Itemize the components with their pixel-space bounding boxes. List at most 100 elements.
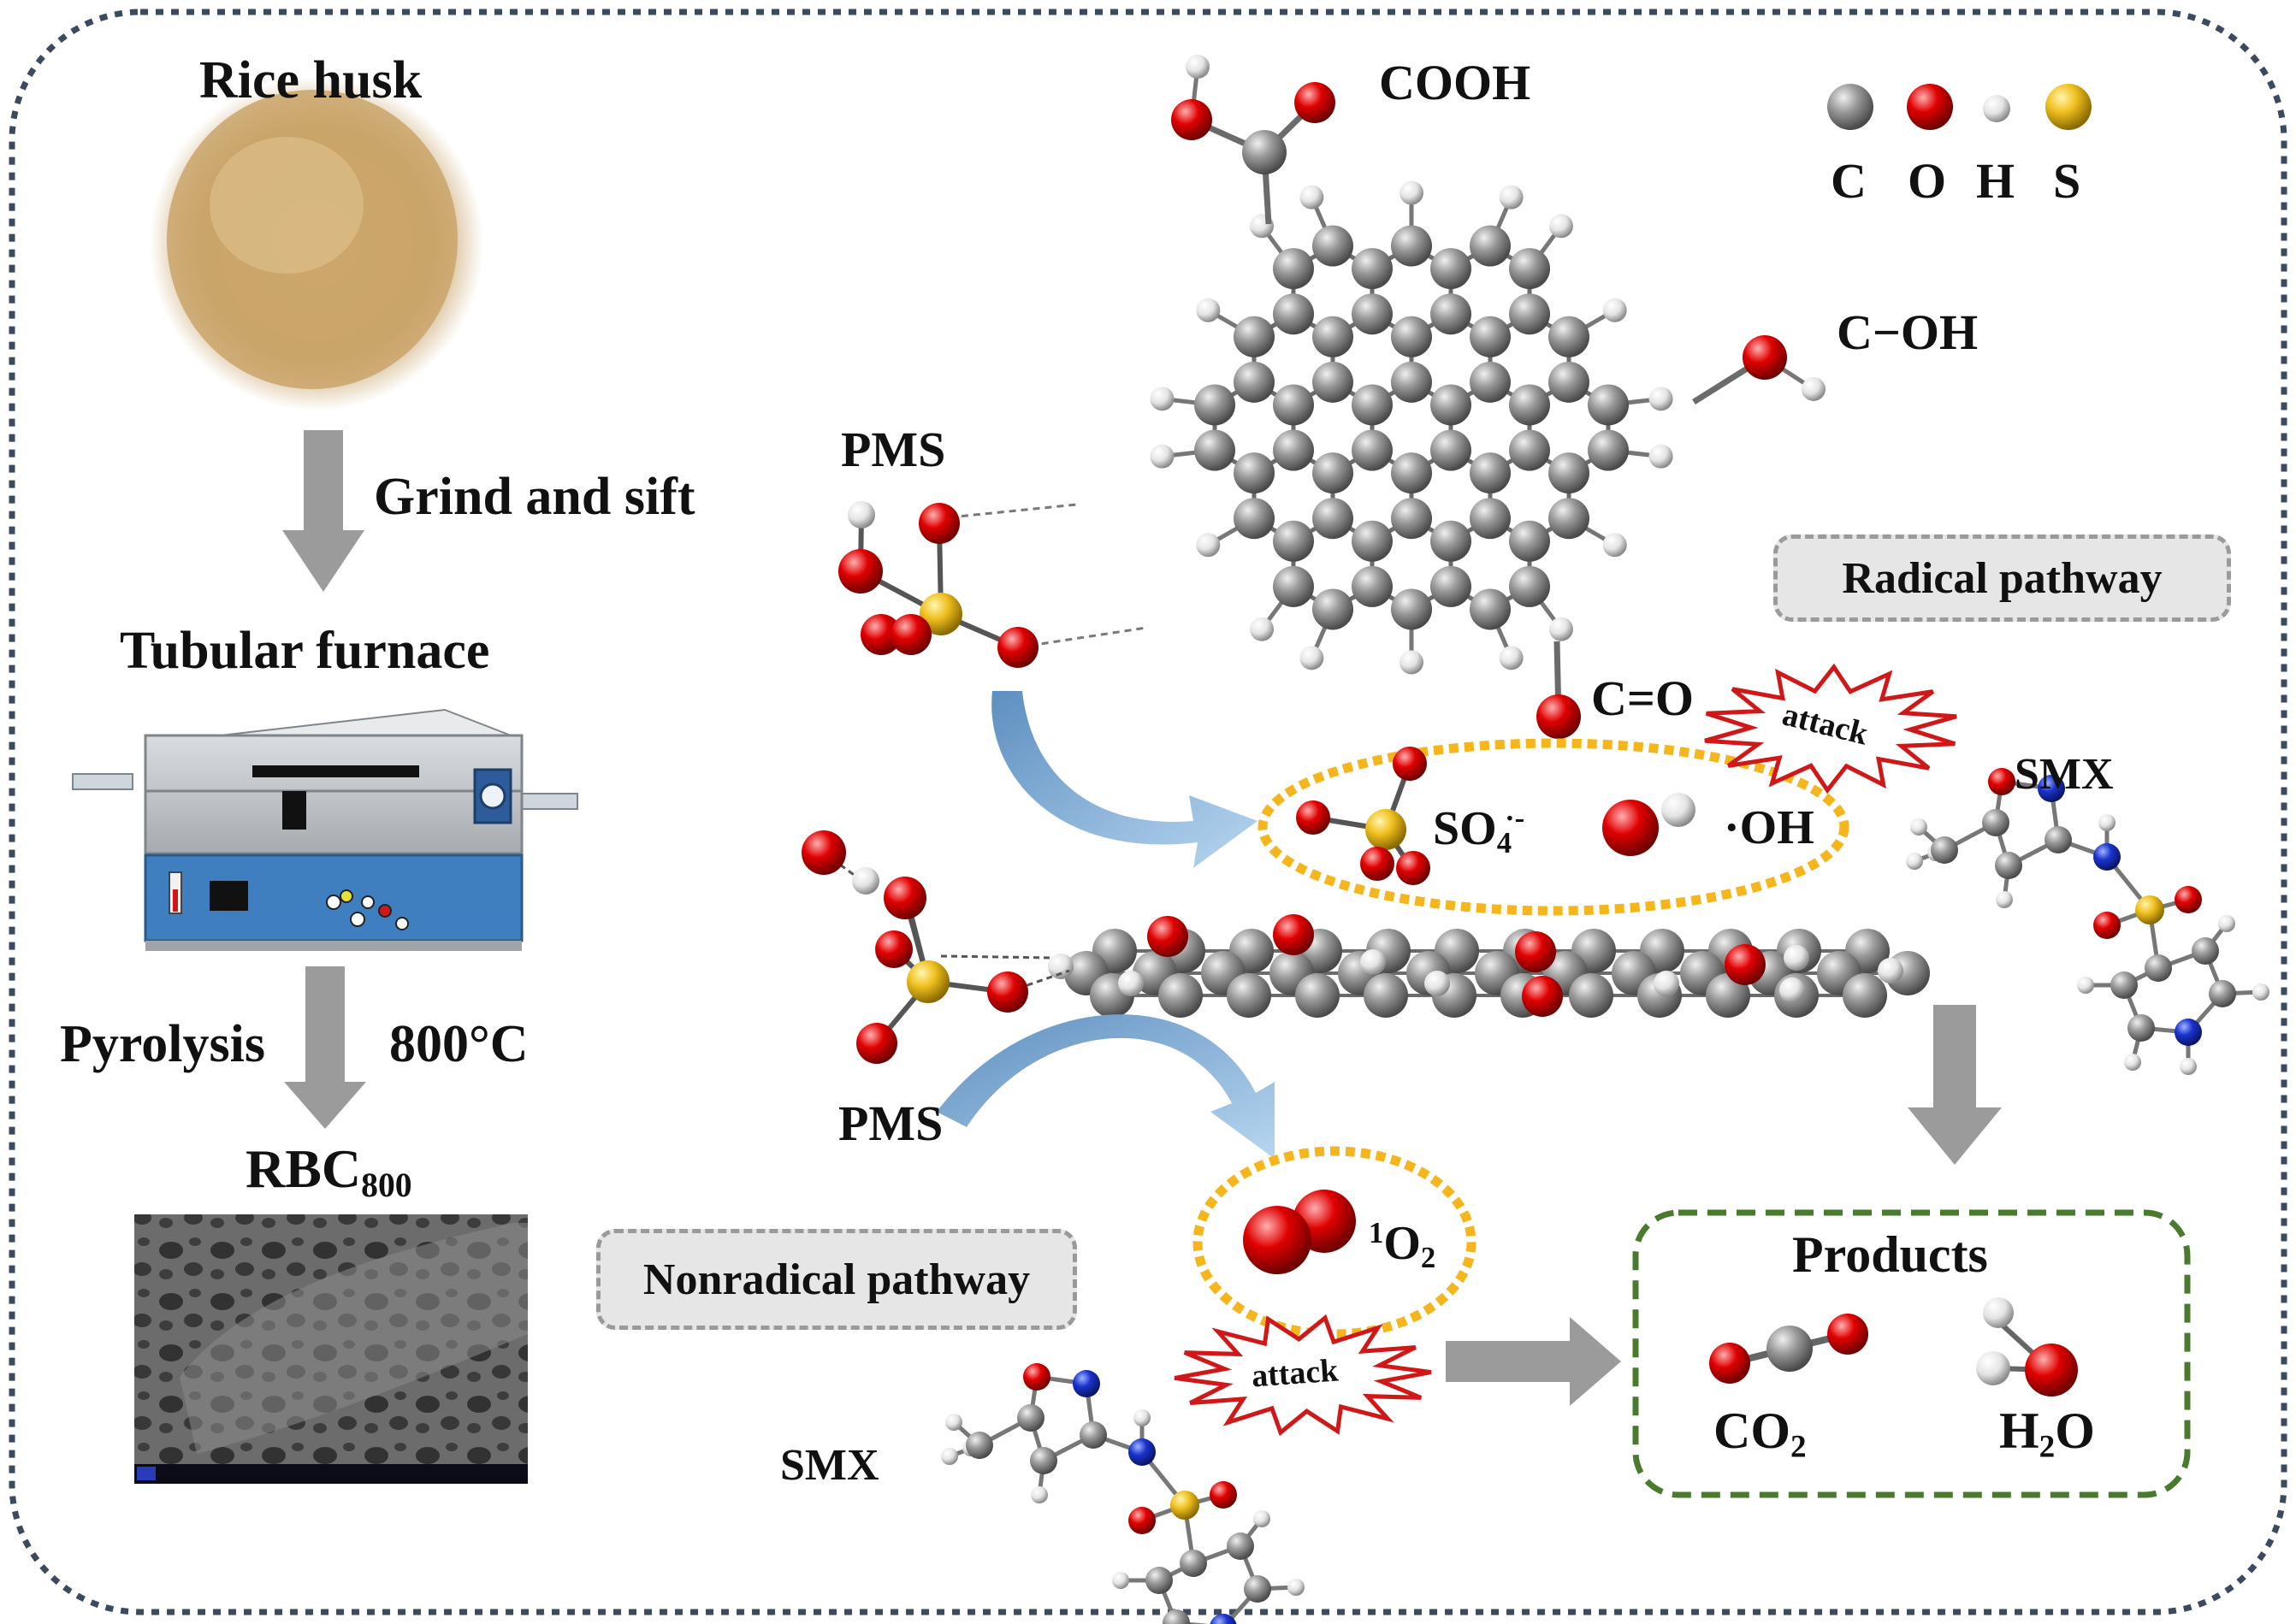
hydrogen-atom bbox=[1399, 180, 1423, 205]
hydrogen-atom bbox=[1910, 818, 1927, 836]
label-rice-husk: Rice husk bbox=[199, 51, 423, 109]
hydrogen-atom bbox=[2124, 1054, 2141, 1071]
carbon-atom bbox=[1080, 1421, 1107, 1449]
oxygen-atom bbox=[1023, 1363, 1050, 1391]
carbon-atom bbox=[1548, 452, 1589, 494]
carbon-atom bbox=[1145, 1567, 1173, 1594]
label-attack-bottom: attack bbox=[1250, 1352, 1340, 1395]
hydrogen-atom bbox=[1996, 891, 2013, 908]
carbon-atom bbox=[1548, 361, 1589, 403]
label-smx-left: SMX bbox=[780, 1441, 879, 1490]
carbon-atom bbox=[1312, 316, 1353, 357]
h2o-molecule bbox=[1976, 1297, 2078, 1397]
pms-molecule-top bbox=[838, 501, 1039, 668]
rice-husk-image bbox=[150, 77, 483, 410]
carbon-atom bbox=[1242, 130, 1287, 174]
hydrogen-bond-lines-top bbox=[949, 503, 1147, 649]
carbon-atom bbox=[1273, 520, 1314, 562]
hydrogen-atom bbox=[1299, 185, 1324, 210]
nitrogen-atom bbox=[2038, 775, 2065, 802]
carbon-atom bbox=[1569, 973, 1613, 1018]
atom-color-legend bbox=[1827, 84, 2092, 130]
singlet-oxygen-ellipse bbox=[1192, 1146, 1476, 1339]
legend-sulfur-ball bbox=[2045, 84, 2092, 130]
carbon-atom bbox=[1352, 429, 1393, 471]
carbon-atom bbox=[1234, 498, 1275, 540]
carbon-atom bbox=[2209, 980, 2236, 1007]
co2-molecule bbox=[1709, 1314, 1868, 1384]
hydrogen-atom bbox=[1784, 945, 1809, 971]
carbon-atom bbox=[1163, 1609, 1190, 1624]
carbon-atom bbox=[1982, 809, 2009, 836]
nitrogen-atom bbox=[2175, 1019, 2202, 1046]
carbon-atom bbox=[1470, 452, 1511, 494]
carbon-atom bbox=[1931, 836, 1958, 864]
carbon-atom bbox=[1509, 429, 1550, 471]
oxygen-atom bbox=[1273, 914, 1314, 955]
oxygen-atom bbox=[2175, 886, 2202, 913]
hydrogen-atom bbox=[1548, 617, 1573, 641]
hydrogen-atom bbox=[1299, 646, 1324, 670]
carbon-atom bbox=[1352, 293, 1393, 335]
carbon-atom bbox=[1509, 293, 1550, 335]
hydrogen-atom bbox=[1499, 185, 1524, 210]
carbon-atom bbox=[1273, 248, 1314, 290]
oxygen-atom bbox=[1294, 82, 1335, 123]
nonradical-pathway-tag: Nonradical pathway bbox=[596, 1229, 1077, 1330]
hydrogen-atom bbox=[1112, 1572, 1129, 1589]
carbon-atom bbox=[1391, 588, 1432, 630]
hydrogen-atom bbox=[2252, 983, 2269, 1001]
sulfur-atom bbox=[1170, 1491, 1199, 1520]
carbon-atom bbox=[1843, 973, 1887, 1018]
carbon-atom bbox=[2127, 1014, 2155, 1042]
hydrogen-atom bbox=[1779, 977, 1805, 1003]
label-pyrolysis: Pyrolysis bbox=[60, 1015, 265, 1073]
carbon-atom bbox=[2192, 937, 2219, 965]
attack-starburst-top bbox=[1704, 663, 1957, 794]
oxygen-atom bbox=[1522, 976, 1563, 1017]
hydrogen-atom bbox=[1906, 853, 1923, 870]
hydrogen-atom bbox=[1196, 298, 1221, 322]
singlet-oxygen-molecule bbox=[1243, 1190, 1356, 1274]
radical-pathway-tag: Radical pathway bbox=[1773, 534, 2231, 622]
hydrogen-atom bbox=[2098, 814, 2116, 831]
carbon-atom bbox=[1030, 1447, 1057, 1474]
carbon-atom bbox=[1244, 1575, 1271, 1603]
hydrogen-atom bbox=[2077, 977, 2094, 994]
oxygen-atom bbox=[2093, 912, 2121, 939]
hydrogen-atom bbox=[2180, 1058, 2197, 1075]
gray-arrow-right bbox=[1446, 1317, 1621, 1406]
hydrogen-atom bbox=[1048, 954, 1074, 979]
carbon-atom bbox=[1509, 520, 1550, 562]
carbon-atom bbox=[1352, 565, 1393, 607]
hydrogen-atom bbox=[945, 1414, 962, 1431]
carbon-atom bbox=[1430, 384, 1471, 426]
carbon-atom bbox=[1548, 498, 1589, 540]
hydrogen-atom bbox=[1602, 533, 1627, 558]
label-products: Products bbox=[1792, 1226, 1988, 1283]
carbon-atom bbox=[1227, 1532, 1254, 1560]
carbon-atom bbox=[1364, 973, 1408, 1018]
carbon-atom bbox=[1312, 452, 1353, 494]
oxygen-atom bbox=[1147, 916, 1188, 957]
carbon-atom bbox=[1352, 384, 1393, 426]
attack-starburst-bottom bbox=[1174, 1314, 1432, 1437]
carbon-atom bbox=[1180, 1550, 1207, 1577]
carbon-atom bbox=[1470, 588, 1511, 630]
oxygen-atom bbox=[1743, 335, 1787, 380]
label-h2o: H2O bbox=[1999, 1403, 2095, 1465]
label-co2: CO2 bbox=[1713, 1403, 1807, 1465]
oxygen-atom bbox=[1515, 931, 1556, 972]
carbon-atom bbox=[1430, 293, 1471, 335]
carbon-atom bbox=[1470, 361, 1511, 403]
pms-molecule-middle bbox=[802, 830, 1070, 1064]
graphene-sheet-side-view bbox=[1048, 914, 1930, 1018]
hydrogen-atom bbox=[1287, 1579, 1305, 1596]
carbon-atom bbox=[1509, 384, 1550, 426]
hydrogen-atom bbox=[1150, 387, 1175, 411]
carbon-atom bbox=[1312, 225, 1353, 267]
label-grind-and-sift: Grind and sift bbox=[374, 468, 695, 526]
carbon-atom bbox=[1194, 429, 1235, 471]
carbon-atom bbox=[2110, 971, 2138, 999]
